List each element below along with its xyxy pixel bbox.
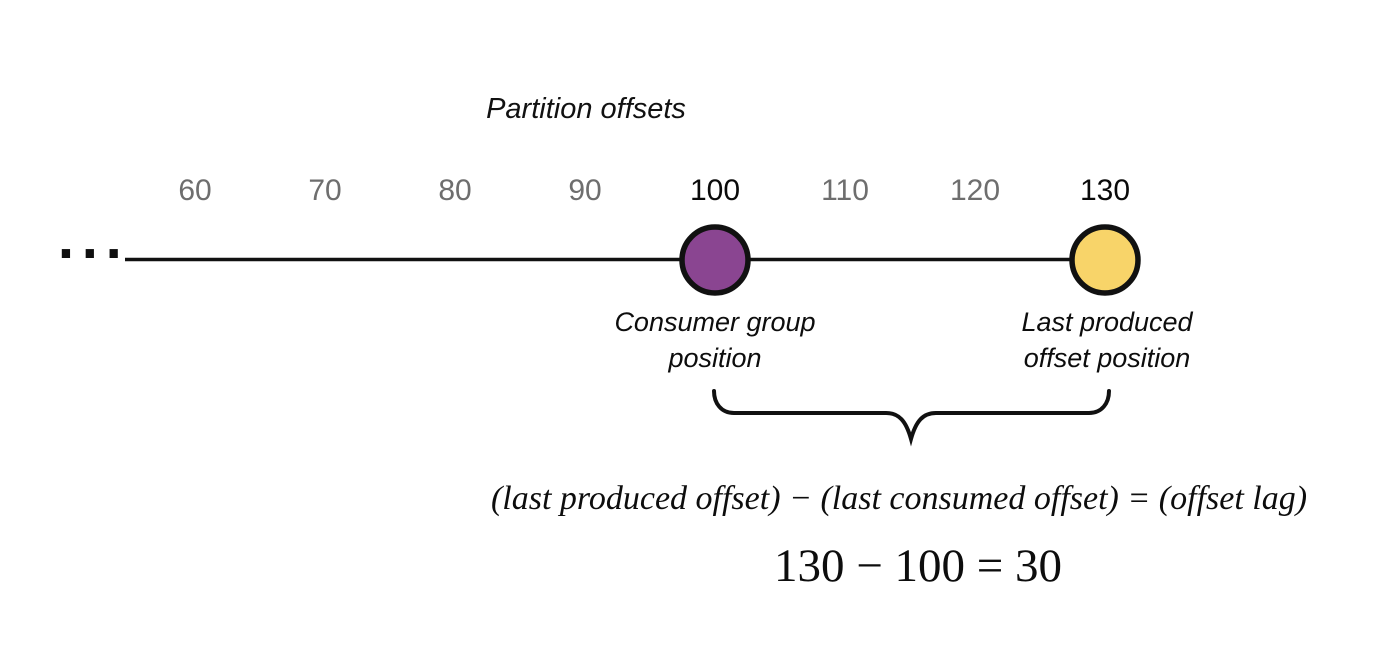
consumer-position-label-line1: Consumer group — [614, 307, 816, 337]
tick-label-120: 120 — [949, 174, 1001, 207]
produced-position-label: Last produced offset position — [947, 304, 1267, 376]
tick-label-80: 80 — [438, 174, 472, 207]
consumer-position-label: Consumer group position — [555, 304, 875, 376]
tick-label-130: 130 — [1079, 174, 1131, 207]
ellipsis-dots: ... — [57, 215, 129, 270]
tick-label-90: 90 — [568, 174, 602, 207]
tick-label-60: 60 — [178, 174, 212, 207]
offset-lag-equation: 130 − 100 = 30 — [773, 540, 1063, 592]
produced-position-marker — [1069, 224, 1141, 296]
diagram-title: Partition offsets — [486, 93, 686, 125]
consumer-position-label-line2: position — [668, 343, 762, 373]
offset-lag-formula: (last produced offset) − (last consumed … — [490, 480, 1308, 517]
tick-label-70: 70 — [308, 174, 342, 207]
produced-position-label-line2: offset position — [1023, 343, 1191, 373]
tick-label-110: 110 — [821, 174, 869, 207]
consumer-position-marker — [679, 224, 751, 296]
produced-position-label-line1: Last produced — [1021, 307, 1193, 337]
tick-label-100: 100 — [689, 174, 741, 207]
offset-lag-brace — [712, 389, 1111, 447]
